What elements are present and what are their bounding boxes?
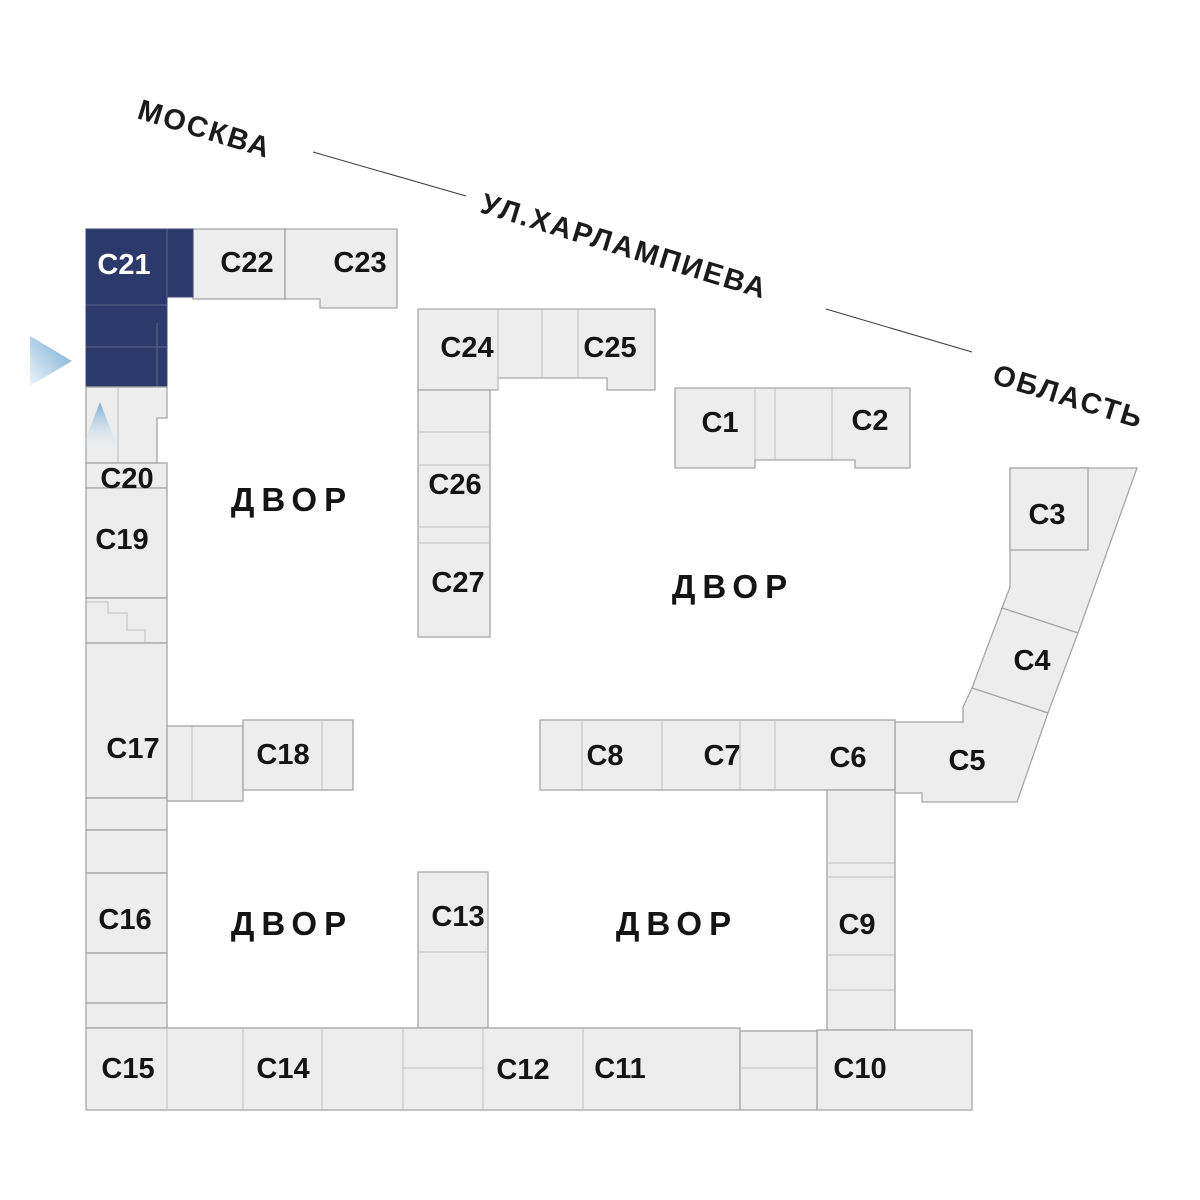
building-c17-extension-shape[interactable] <box>166 725 244 802</box>
building-c21-seams <box>86 229 168 387</box>
building-strip-segment[interactable] <box>85 829 168 874</box>
building-c5-shape[interactable] <box>894 687 1049 803</box>
c18-seams <box>191 720 323 801</box>
street-line-1 <box>312 151 467 197</box>
building-strip-segment[interactable] <box>85 952 168 1004</box>
building-c21-shape-selected[interactable] <box>85 228 194 388</box>
mid-row-seams <box>581 720 776 790</box>
street-label-moscow: МОСКВА <box>134 94 275 165</box>
building-row-c1-c2-shape[interactable] <box>674 387 911 469</box>
bottom-row-seams <box>166 1028 817 1110</box>
building-c19-shape[interactable] <box>85 487 168 599</box>
building-c9-shape[interactable] <box>826 789 896 1031</box>
building-row-c24-c25-shape[interactable] <box>417 308 656 391</box>
building-row-c15-c14-c12-c11-shape[interactable] <box>85 1027 741 1111</box>
building-c10-shape[interactable] <box>816 1029 973 1111</box>
building-c3-shape[interactable] <box>1009 467 1089 551</box>
courtyard-label-1: ДВОР <box>231 481 353 518</box>
selected-building-arrow-right-icon <box>30 336 72 386</box>
building-c20-shape[interactable] <box>85 462 168 489</box>
courtyard-label-4: ДВОР <box>616 905 738 942</box>
building-c17-shape[interactable] <box>85 642 168 799</box>
c9-seams <box>827 862 895 991</box>
street-label-kharlampieva: УЛ.ХАРЛАМПИЕВА <box>477 188 771 306</box>
building-c16-shape[interactable] <box>85 872 168 954</box>
building-c13-shape[interactable] <box>417 871 489 1029</box>
courtyard-label-2: ДВОР <box>672 568 794 605</box>
building-strip-segment[interactable] <box>85 1002 168 1029</box>
building-c18-shape[interactable] <box>242 719 354 791</box>
building-c22-shape[interactable] <box>192 228 286 300</box>
building-column-c26-c27-shape[interactable] <box>417 389 491 638</box>
c1-c2-seams <box>754 388 833 460</box>
street-label-oblast: ОБЛАСТЬ <box>989 359 1148 435</box>
building-strip-segment[interactable] <box>85 797 168 831</box>
building-row-segment-shape[interactable] <box>739 1030 818 1111</box>
courtyard-label-3: ДВОР <box>231 905 353 942</box>
building-row-c8-c7-c6-shape[interactable] <box>539 719 896 791</box>
building-c23-shape[interactable] <box>284 228 398 309</box>
selected-building-arrow-up-icon <box>81 402 119 451</box>
street-line-2 <box>825 308 973 353</box>
c24-c27-seams <box>418 309 579 544</box>
